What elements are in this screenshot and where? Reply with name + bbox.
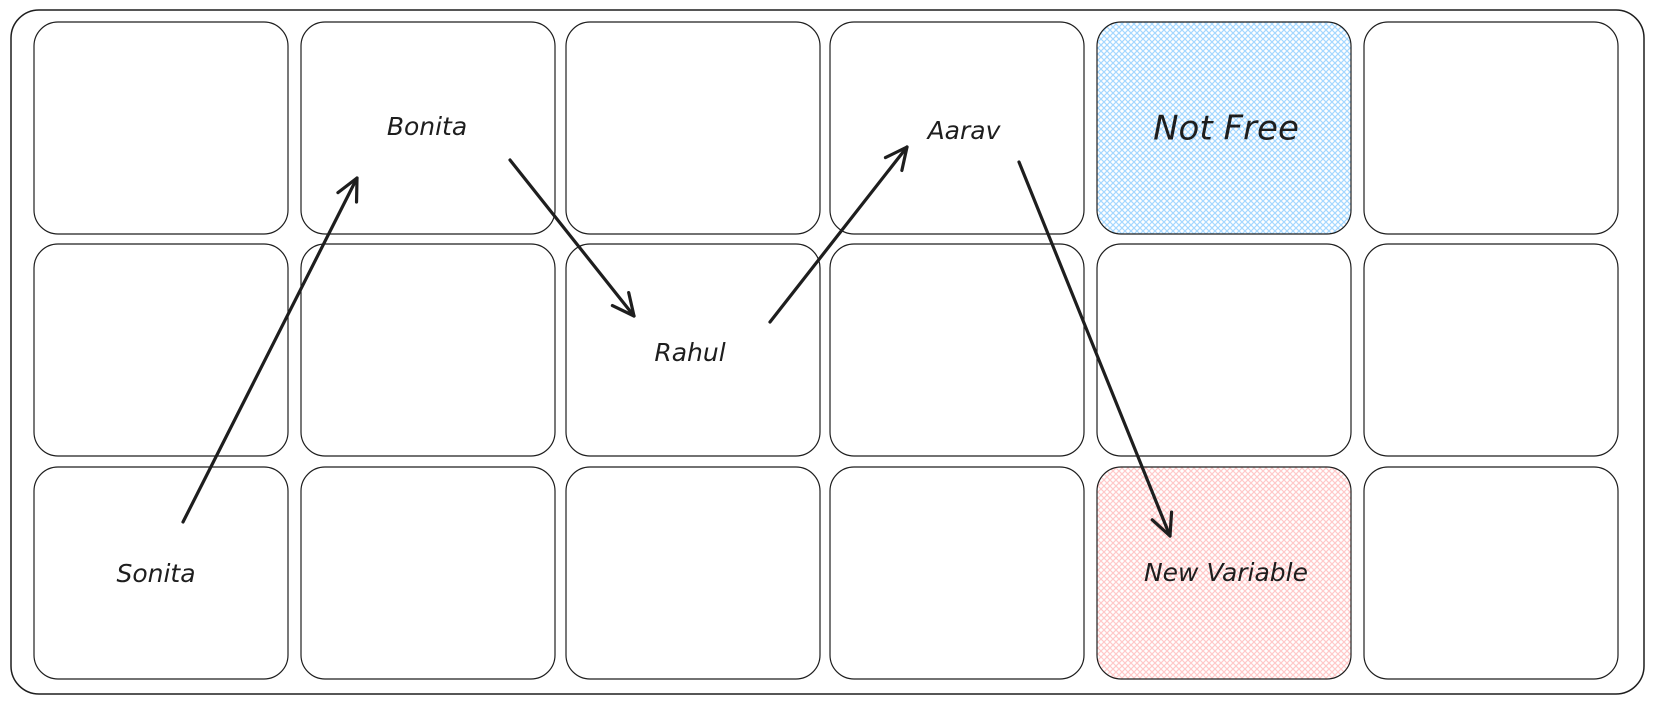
grid-cell-r2-c2 (300, 243, 556, 457)
grid-cell-r1-c1 (33, 21, 289, 235)
cell-label-aarav: Aarav (926, 116, 1002, 145)
grid-cell-r2-c1 (33, 243, 289, 457)
grid-cell-r3-c6 (1363, 466, 1619, 680)
cell-box (829, 21, 1085, 235)
cell-box (1096, 466, 1352, 680)
cell-box (829, 243, 1085, 457)
grid-cell-r1-c2: Bonita (300, 21, 556, 235)
arrow-shaft (508, 158, 636, 318)
grid-cell-r3-c5: New Variable (1096, 466, 1352, 680)
grid-cell-r2-c5 (1096, 243, 1352, 457)
arrow-head (1150, 510, 1174, 538)
cell-label-new-variable: New Variable (1144, 558, 1308, 587)
cell-box (300, 21, 556, 235)
cell-label-not-free: Not Free (1153, 109, 1299, 149)
cell-box (1363, 21, 1619, 235)
cell-label-bonita: Bonita (387, 112, 467, 141)
cell-box (300, 466, 556, 680)
arrow-rahul-to-aarav (768, 145, 909, 324)
arrow-shaft (181, 176, 359, 524)
grid-cell-r1-c3 (565, 21, 821, 235)
outer-frame (10, 9, 1645, 695)
grid-cell-r3-c1: Sonita (33, 466, 289, 680)
grid-cell-r3-c2 (300, 466, 556, 680)
cell-box (33, 466, 289, 680)
arrow-sonita-to-bonita (181, 176, 359, 524)
arrow-aarav-to-new-variable (1017, 160, 1174, 538)
grid-cell-r2-c4 (829, 243, 1085, 457)
cell-box (33, 21, 289, 235)
cell-box (300, 243, 556, 457)
grid-cell-r1-c4: Aarav (829, 21, 1085, 235)
cell-box (829, 466, 1085, 680)
arrow-shaft (1017, 160, 1172, 538)
cell-box (1096, 21, 1352, 235)
grid-cell-r2-c3: Rahul (565, 243, 821, 457)
grid-cell-r3-c3 (565, 466, 821, 680)
arrow-head (610, 290, 636, 318)
grid-cell-r2-c6 (1363, 243, 1619, 457)
cell-box (1363, 466, 1619, 680)
grid-cell-r3-c4 (829, 466, 1085, 680)
grid-cell-r1-c6 (1363, 21, 1619, 235)
arrow-head (336, 176, 359, 204)
arrows-layer (181, 145, 1174, 538)
grid-cell-r1-c5: Not Free (1096, 21, 1352, 235)
cell-box (1363, 243, 1619, 457)
arrow-shaft (768, 145, 909, 324)
cell-box (1096, 243, 1352, 457)
arrow-head (883, 145, 909, 173)
arrow-bonita-to-rahul (508, 158, 636, 318)
cell-box (33, 243, 289, 457)
cell-box (565, 466, 821, 680)
cell-box (565, 21, 821, 235)
cell-label-sonita: Sonita (116, 559, 195, 588)
cell-label-rahul: Rahul (654, 338, 725, 367)
